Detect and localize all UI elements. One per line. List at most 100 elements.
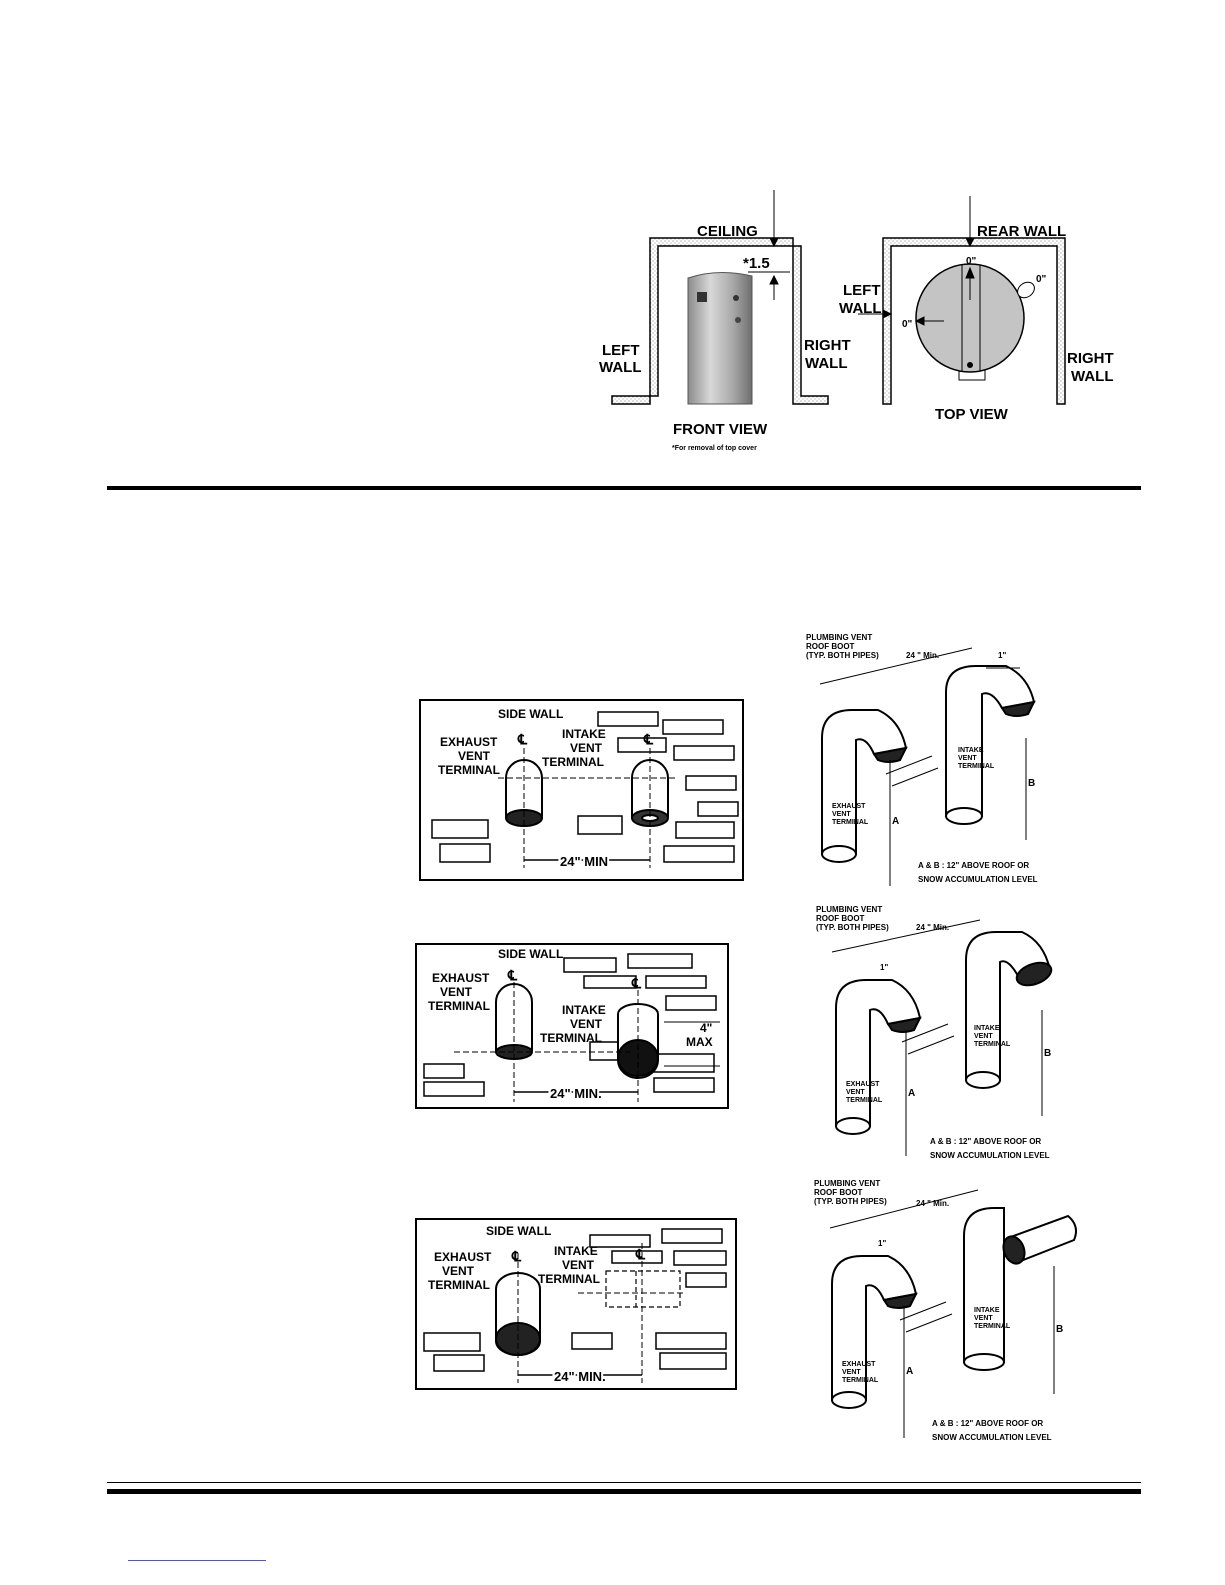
exhaust-label-1: EXHAUST: [832, 803, 866, 810]
top-view-right-wall-1: RIGHT: [1067, 350, 1114, 367]
label-a: A: [906, 1366, 913, 1377]
roof-figure-3: PLUMBING VENT ROOF BOOT (TYP. BOTH PIPES…: [814, 1179, 1077, 1442]
exhaust-label-3: TERMINAL: [832, 819, 869, 826]
spacing-label: 24 " Min.: [906, 651, 939, 660]
label-a: A: [892, 816, 899, 827]
boot-label-2: ROOF BOOT: [814, 1188, 863, 1197]
top-view-left-wall-2: WALL: [839, 300, 882, 317]
top-view-dim-diag: 0": [1036, 274, 1047, 285]
exhaust-label-3: TERMINAL: [842, 1377, 879, 1384]
intake-label-2: VENT: [562, 1258, 595, 1272]
centerline-mark: ℄: [511, 1248, 522, 1264]
exhaust-label-2: VENT: [440, 985, 473, 999]
front-view-dimension-label: *1.5: [743, 255, 770, 272]
top-view-dim-top: 0": [966, 256, 977, 267]
front-view-dimension: [748, 190, 790, 300]
side-wall-figure-1: SIDE WALL ℄ ℄ EXHAUST VENT TERMINAL INTA…: [419, 699, 744, 881]
offset-label-2: MAX: [686, 1035, 713, 1049]
top-view-dim-left: 0": [902, 319, 913, 330]
note-line-2: SNOW ACCUMULATION LEVEL: [932, 1433, 1052, 1442]
intake-label-3: TERMINAL: [542, 755, 604, 769]
exhaust-vent-pipe: [835, 979, 922, 1135]
intake-label-1: INTAKE: [562, 727, 606, 741]
section-divider: [107, 486, 1141, 490]
footer-rule-thick: [107, 1489, 1141, 1494]
centerline-mark: ℄: [507, 967, 518, 983]
centerline-mark: ℄: [643, 731, 654, 747]
top-view-right-wall-2: WALL: [1071, 368, 1114, 385]
front-view-right-wall-1: RIGHT: [804, 337, 851, 354]
footer-link-underline[interactable]: [128, 1560, 266, 1561]
intake-vent-pipe: [963, 1207, 1077, 1371]
intake-label-3: TERMINAL: [974, 1041, 1011, 1048]
brick-pattern: [423, 1228, 727, 1372]
label-b: B: [1044, 1048, 1051, 1059]
intake-label-2: VENT: [570, 741, 603, 755]
exhaust-label-2: VENT: [832, 811, 851, 818]
exhaust-vent-pipe: [831, 1255, 918, 1409]
side-wall-title: SIDE WALL: [498, 707, 563, 721]
spacing-label: 24" MIN.: [554, 1369, 606, 1384]
footer-rule-thin: [107, 1482, 1141, 1483]
note-line-1: A & B : 12" ABOVE ROOF OR: [932, 1419, 1043, 1428]
side-wall-figure-2: SIDE WALL ℄ ℄ EXHAUST VENT TERMINAL INTA…: [415, 943, 729, 1109]
intake-label-1: INTAKE: [974, 1025, 1000, 1032]
front-view-left-wall-2: WALL: [599, 359, 642, 376]
intake-label-2: VENT: [570, 1017, 603, 1031]
exhaust-label-3: TERMINAL: [428, 999, 490, 1013]
exhaust-label-1: EXHAUST: [434, 1250, 492, 1264]
front-view-caption: FRONT VIEW: [673, 421, 768, 438]
intake-label-2: VENT: [974, 1315, 993, 1322]
intake-label-3: TERMINAL: [974, 1323, 1011, 1330]
side-wall-title: SIDE WALL: [486, 1224, 551, 1238]
boot-label-1: PLUMBING VENT: [816, 905, 882, 914]
spacing-label: 24 " Min.: [916, 1199, 949, 1208]
intake-label-1: INTAKE: [974, 1307, 1000, 1314]
exhaust-label-2: VENT: [842, 1369, 861, 1376]
spacing-label: 24 " Min.: [916, 923, 949, 932]
top-view-walls: [882, 237, 1066, 405]
roof-figure-1: PLUMBING VENT ROOF BOOT (TYP. BOTH PIPES…: [806, 633, 1038, 886]
note-line-2: SNOW ACCUMULATION LEVEL: [930, 1151, 1050, 1160]
offset-label-1: 4": [700, 1021, 712, 1035]
side-wall-figure-3: SIDE WALL ℄ ℄ EXHAUST VENT TERMINAL INTA…: [415, 1218, 737, 1390]
exhaust-label-1: EXHAUST: [440, 735, 498, 749]
boot-label-3: (TYP. BOTH PIPES): [814, 1197, 887, 1206]
exhaust-label-2: VENT: [458, 749, 491, 763]
front-view-walls: [611, 237, 829, 405]
label-b: B: [1056, 1324, 1063, 1335]
note-line-2: SNOW ACCUMULATION LEVEL: [918, 875, 1038, 884]
brick-pattern: [423, 953, 717, 1097]
boot-label-3: (TYP. BOTH PIPES): [806, 651, 879, 660]
intake-label-1: INTAKE: [562, 1003, 606, 1017]
centerline-mark: ℄: [635, 1246, 646, 1262]
centerline-mark: ℄: [631, 975, 642, 991]
exhaust-vent-pipe: [821, 709, 908, 863]
boot-label-1: PLUMBING VENT: [806, 633, 872, 642]
exhaust-label-1: EXHAUST: [432, 971, 490, 985]
front-view-right-wall-2: WALL: [805, 355, 848, 372]
label-a: A: [908, 1088, 915, 1099]
spacing-label: 24" MIN.: [550, 1086, 602, 1101]
dim-label: 1": [880, 963, 888, 972]
exhaust-label-2: VENT: [442, 1264, 475, 1278]
intake-label-3: TERMINAL: [958, 763, 995, 770]
exhaust-label-3: TERMINAL: [438, 763, 500, 777]
dim-label: 1": [878, 1239, 886, 1248]
exhaust-vent-terminal: [505, 759, 543, 827]
exhaust-label-3: TERMINAL: [846, 1097, 883, 1104]
intake-label-2: VENT: [974, 1033, 993, 1040]
note-line-1: A & B : 12" ABOVE ROOF OR: [918, 861, 1029, 870]
intake-label-2: VENT: [958, 755, 977, 762]
boot-label-2: ROOF BOOT: [806, 642, 855, 651]
label-b: B: [1028, 778, 1035, 789]
exhaust-label-1: EXHAUST: [842, 1361, 876, 1368]
intake-vent-terminal: [605, 1270, 681, 1308]
intake-label-1: INTAKE: [554, 1244, 598, 1258]
exhaust-label-2: VENT: [846, 1089, 865, 1096]
top-view-rear-wall: REAR WALL: [977, 223, 1066, 240]
side-wall-title: SIDE WALL: [498, 947, 563, 961]
spacing-label: 24" MIN: [560, 854, 608, 869]
water-heater-top: [858, 196, 1035, 381]
intake-vent-pipe: [965, 931, 1053, 1089]
